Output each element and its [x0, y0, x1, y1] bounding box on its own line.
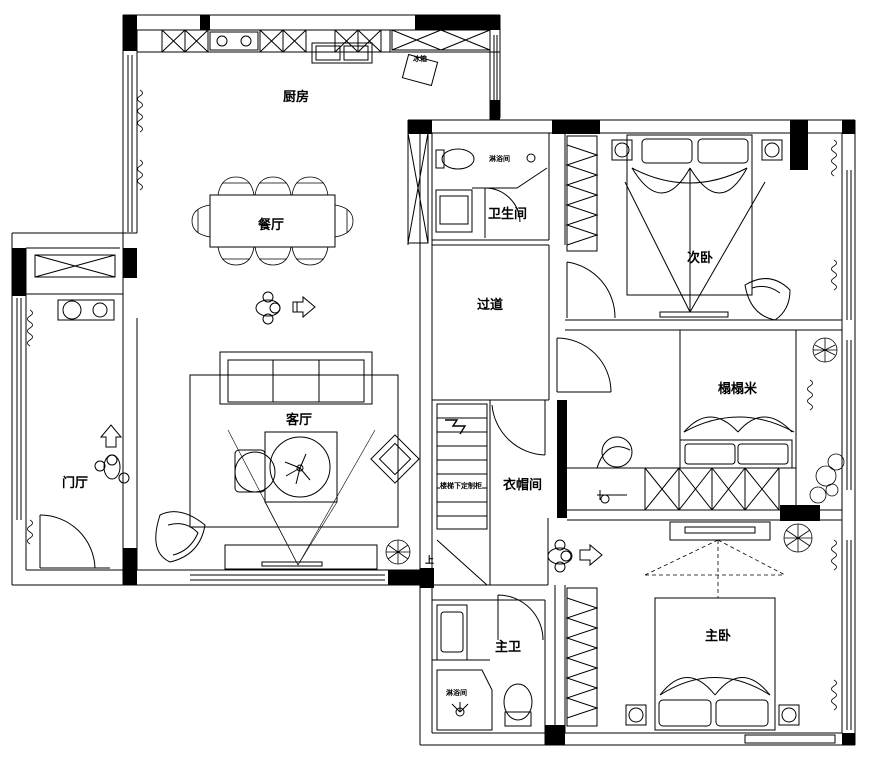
stair-storage-label: 楼梯下定制柜	[440, 481, 482, 491]
interior-walls	[431, 133, 842, 745]
living-rug	[189, 374, 399, 528]
room-label-master-bath: 主卫	[495, 640, 522, 655]
curtains	[27, 89, 837, 711]
tv-sightlines	[227, 429, 376, 566]
outer-walls	[11, 14, 856, 746]
shower-label-master-bath: 淋浴间	[446, 689, 467, 697]
room-label-second-bedroom: 次卧	[687, 251, 714, 266]
stairs	[436, 403, 488, 586]
sofa	[219, 351, 373, 405]
room-label-bathroom: 卫生间	[488, 207, 528, 222]
master-bedroom-wardrobe	[565, 587, 599, 727]
foyer-door	[39, 514, 110, 569]
side-table	[370, 434, 420, 484]
master-bedroom-door	[744, 734, 836, 744]
wall-blocks	[12, 15, 855, 745]
room-label-hallway: 过道	[477, 298, 504, 313]
fridge-label: 冰箱	[413, 55, 427, 63]
room-label-master-bedroom: 主卧	[705, 629, 732, 644]
room-label-dining: 餐厅	[258, 214, 285, 233]
person-figure-corridor	[547, 539, 603, 573]
tv-cabinet	[224, 544, 378, 570]
master-bath-fixtures	[432, 594, 544, 731]
room-label-tatami: 榻榻米	[718, 382, 758, 397]
room-label-living: 客厅	[286, 413, 313, 428]
second-bedroom-chair	[744, 278, 791, 321]
coffee-table	[234, 431, 338, 503]
dining-table	[191, 176, 354, 266]
armchair-living	[155, 511, 206, 563]
kitchen-counter	[137, 29, 500, 87]
hallway-door	[556, 337, 612, 393]
tatami-platform	[596, 416, 795, 511]
second-bedroom-door	[566, 261, 616, 319]
person-figure-foyer	[94, 424, 130, 484]
room-label-kitchen: 厨房	[283, 90, 310, 105]
room-label-foyer: 门厅	[62, 476, 89, 491]
stair-up-mark: 上	[425, 556, 435, 566]
foyer-stove	[57, 299, 115, 321]
plant-icon	[385, 337, 845, 565]
shower-label-bathroom: 淋浴间	[489, 155, 510, 163]
windows	[16, 35, 852, 730]
bathroom-fixtures	[407, 132, 548, 244]
second-bedroom-bed	[611, 134, 783, 318]
shoe-cabinet	[34, 254, 116, 278]
master-bedroom-bed	[625, 539, 800, 731]
room-label-cloakroom: 衣帽间	[503, 478, 543, 493]
master-bedroom-tv	[669, 521, 771, 541]
person-figure-dining	[255, 291, 316, 325]
cloakroom-door	[491, 400, 546, 456]
second-bedroom-wardrobe	[565, 135, 599, 252]
